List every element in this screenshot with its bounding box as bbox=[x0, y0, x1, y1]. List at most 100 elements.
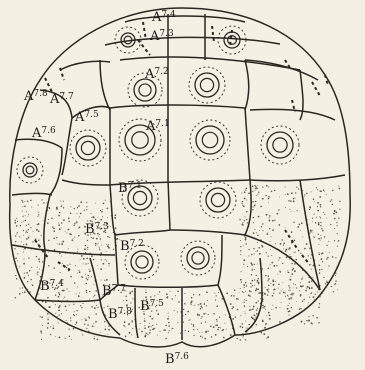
stipple-dot bbox=[124, 321, 126, 323]
stipple-dot bbox=[279, 197, 280, 198]
stipple-dot bbox=[300, 253, 301, 254]
stipple-dot bbox=[167, 318, 169, 320]
stipple-dot bbox=[58, 222, 59, 223]
stipple-dot bbox=[148, 334, 149, 335]
stipple-dot bbox=[309, 288, 311, 290]
stipple-dot bbox=[247, 266, 248, 267]
stipple-dot bbox=[268, 198, 269, 199]
stipple-dot bbox=[108, 334, 109, 335]
stipple-dot bbox=[262, 223, 263, 224]
stipple-dot bbox=[101, 245, 102, 246]
stipple-dot bbox=[272, 279, 274, 281]
stipple-dot bbox=[310, 258, 311, 259]
stipple-dot bbox=[268, 255, 269, 256]
stipple-dot bbox=[248, 294, 250, 296]
stipple-dot bbox=[253, 222, 254, 223]
stipple-dot bbox=[252, 308, 253, 309]
stipple-dot bbox=[69, 264, 70, 265]
stipple-dot bbox=[248, 255, 249, 256]
stipple-dot bbox=[103, 263, 105, 265]
stipple-dot bbox=[250, 283, 252, 285]
stipple-dot bbox=[312, 217, 313, 218]
stipple-dot bbox=[59, 314, 60, 315]
stipple-dot bbox=[298, 250, 300, 252]
stipple-dot bbox=[262, 268, 263, 269]
stipple-dot bbox=[216, 319, 217, 320]
stipple-dot bbox=[299, 290, 300, 291]
stipple-dot bbox=[51, 218, 52, 219]
stipple-dot bbox=[333, 273, 335, 275]
stipple-dot bbox=[304, 248, 306, 250]
stipple-dot bbox=[131, 291, 133, 293]
stipple-dot bbox=[321, 237, 322, 238]
stipple-dot bbox=[69, 233, 71, 235]
stipple-dot bbox=[22, 216, 23, 217]
stipple-dot bbox=[319, 190, 320, 191]
stipple-dot bbox=[91, 255, 93, 257]
stipple-dot bbox=[243, 259, 245, 261]
stipple-dot bbox=[14, 248, 15, 249]
stipple-dot bbox=[323, 189, 325, 191]
stipple-dot bbox=[256, 313, 258, 315]
stipple-dot bbox=[19, 293, 21, 295]
stipple-dot bbox=[315, 294, 316, 295]
stipple-dot bbox=[270, 249, 271, 250]
stipple-dot bbox=[335, 275, 336, 276]
stipple-dot bbox=[262, 307, 263, 308]
stipple-dot bbox=[215, 334, 217, 336]
stipple-dot bbox=[255, 302, 257, 304]
stipple-dot bbox=[294, 240, 296, 242]
stipple-dot bbox=[250, 309, 251, 310]
stipple-dot bbox=[269, 315, 271, 317]
stipple-dot bbox=[303, 299, 304, 300]
stipple-dot bbox=[94, 336, 95, 337]
stipple-dot bbox=[30, 199, 32, 201]
stipple-dot bbox=[334, 218, 336, 220]
stipple-dot bbox=[47, 297, 49, 299]
stipple-dot bbox=[318, 244, 319, 245]
stipple-dot bbox=[226, 292, 228, 294]
stipple-dot bbox=[301, 320, 302, 321]
stipple-dot bbox=[74, 311, 75, 312]
stipple-dot bbox=[300, 295, 302, 297]
stipple-dot bbox=[79, 216, 80, 217]
stipple-dot bbox=[101, 280, 102, 281]
stipple-dot bbox=[54, 249, 56, 251]
stipple-dot bbox=[287, 270, 288, 271]
stipple-dot bbox=[76, 221, 78, 223]
stipple-dot bbox=[24, 277, 26, 279]
stipple-dot bbox=[61, 302, 62, 303]
stipple-dot bbox=[87, 249, 88, 250]
stipple-dot bbox=[59, 294, 60, 295]
stipple-dot bbox=[269, 318, 271, 320]
stipple-dot bbox=[89, 270, 91, 272]
stipple-dot bbox=[55, 313, 56, 314]
stipple-dot bbox=[48, 219, 49, 220]
stipple-dot bbox=[268, 289, 269, 290]
stipple-dot bbox=[293, 252, 294, 253]
stipple-dot bbox=[262, 305, 264, 307]
stipple-dot bbox=[255, 251, 256, 252]
stipple-dot bbox=[279, 321, 281, 323]
stipple-dot bbox=[100, 268, 102, 270]
stipple-dot bbox=[21, 222, 22, 223]
stipple-dot bbox=[167, 296, 168, 297]
stipple-dot bbox=[102, 216, 103, 217]
stipple-dot bbox=[211, 336, 212, 337]
stipple-dot bbox=[253, 248, 254, 249]
stipple-dot bbox=[338, 240, 340, 242]
stipple-dot bbox=[29, 235, 30, 236]
stipple-dot bbox=[240, 288, 241, 289]
stipple-dot bbox=[246, 200, 247, 201]
stipple-dot bbox=[59, 253, 60, 254]
stipple-dot bbox=[38, 258, 40, 260]
stipple-dot bbox=[289, 254, 290, 255]
stipple-dot bbox=[318, 307, 319, 308]
stipple-dot bbox=[168, 316, 169, 317]
stipple-dot bbox=[306, 320, 308, 322]
stipple-dot bbox=[222, 329, 224, 331]
stipple-dot bbox=[70, 317, 71, 318]
stipple-dot bbox=[37, 224, 38, 225]
stipple-dot bbox=[290, 276, 291, 277]
stipple-dot bbox=[261, 226, 262, 227]
